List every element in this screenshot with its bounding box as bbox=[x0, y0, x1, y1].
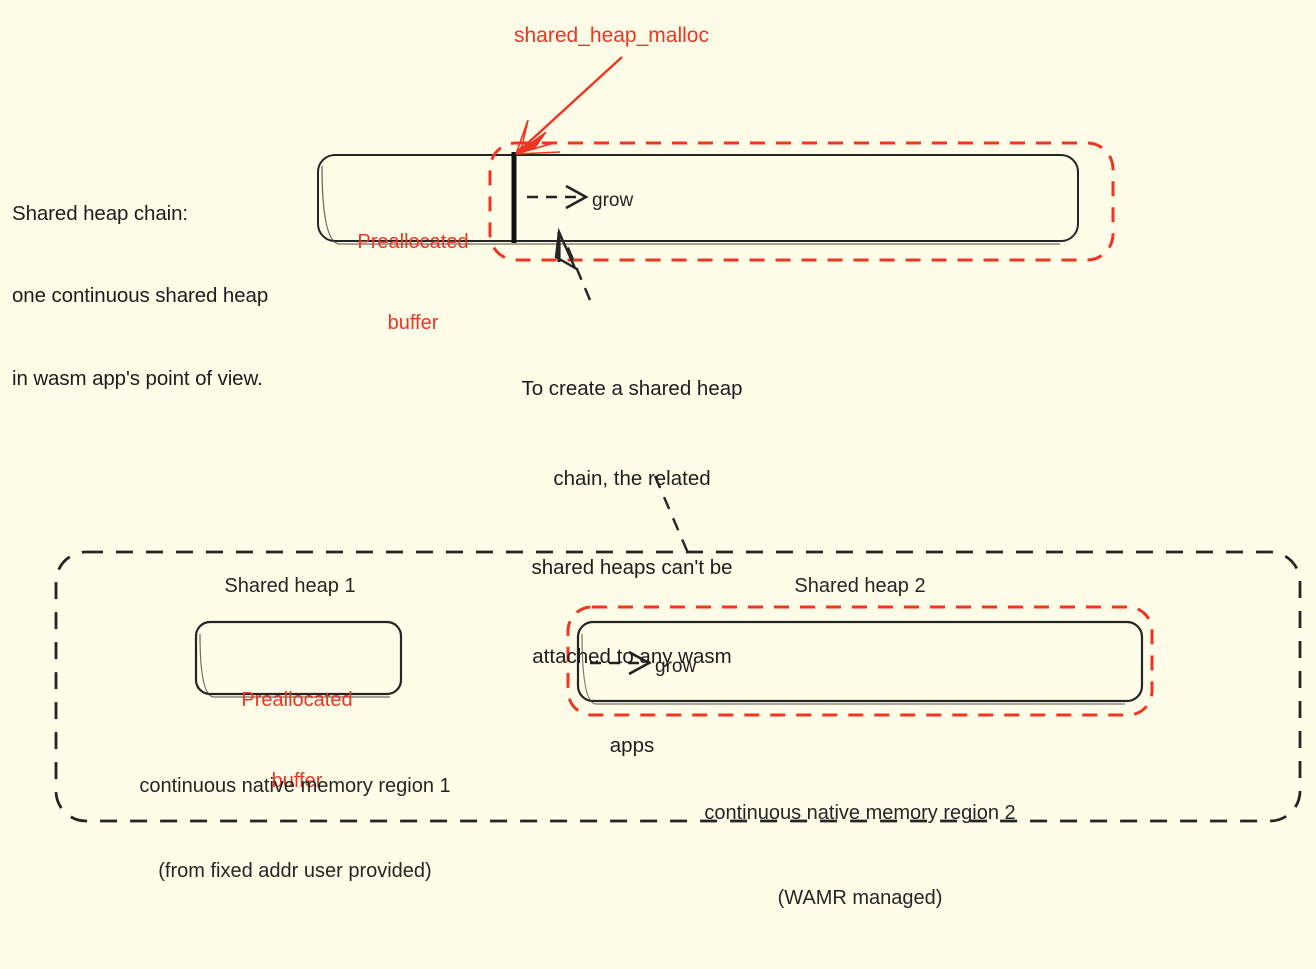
shared-heap-malloc-label: shared_heap_malloc bbox=[514, 24, 709, 47]
grow-arrow-top bbox=[527, 184, 589, 210]
region-1-caption-line-2: (from fixed addr user provided) bbox=[158, 859, 432, 882]
chain-constraint-line-4: attached to any wasm bbox=[532, 644, 732, 668]
native-memory-region-2-caption: continuous native memory region 2 (WAMR … bbox=[660, 742, 1060, 969]
chain-constraint-line-1: To create a shared heap bbox=[521, 377, 743, 401]
chain-note-line-1: Shared heap chain: bbox=[12, 201, 189, 225]
shared-heap-1-title: Shared heap 1 bbox=[224, 575, 356, 597]
chain-note-line-3: in wasm app's point of view. bbox=[12, 366, 263, 390]
bottom-preallocated-buffer-line-2: buffer bbox=[271, 770, 323, 792]
chain-note-leader-upper bbox=[554, 227, 592, 301]
chain-constraint-line-5: apps bbox=[609, 734, 655, 758]
region-1-caption-line-1: continuous native memory region 1 bbox=[139, 774, 451, 797]
chain-constraint-line-3: shared heaps can't be bbox=[531, 555, 733, 579]
chain-constraint-note: To create a shared heap chain, the relat… bbox=[487, 315, 777, 820]
shared-heap-malloc-callout-arrow bbox=[515, 56, 623, 155]
top-growable-heap-dashed-outline bbox=[488, 141, 1115, 262]
native-memory-region-1-caption: continuous native memory region 1 (from … bbox=[95, 715, 495, 942]
top-preallocated-buffer-label: Preallocated buffer bbox=[333, 175, 493, 391]
top-preallocated-buffer-line-1: Preallocated bbox=[357, 231, 469, 253]
shared-heap-2-title: Shared heap 2 bbox=[794, 575, 926, 597]
bottom-grow-label: grow bbox=[655, 656, 697, 677]
chain-note-line-2: one continuous shared heap bbox=[12, 284, 269, 308]
top-preallocated-buffer-line-2: buffer bbox=[387, 312, 439, 334]
diagram-canvas: Shared heap chain: one continuous shared… bbox=[12, 24, 1302, 909]
bottom-preallocated-buffer-label: Preallocated buffer bbox=[212, 633, 382, 849]
shared-heap-chain-note: Shared heap chain: one continuous shared… bbox=[12, 145, 268, 447]
bottom-preallocated-buffer-line-1: Preallocated bbox=[241, 689, 353, 711]
top-grow-label: grow bbox=[592, 190, 634, 211]
region-2-caption-line-1: continuous native memory region 2 bbox=[704, 801, 1016, 824]
chain-constraint-line-2: chain, the related bbox=[553, 466, 711, 490]
region-2-caption-line-2: (WAMR managed) bbox=[777, 886, 943, 909]
